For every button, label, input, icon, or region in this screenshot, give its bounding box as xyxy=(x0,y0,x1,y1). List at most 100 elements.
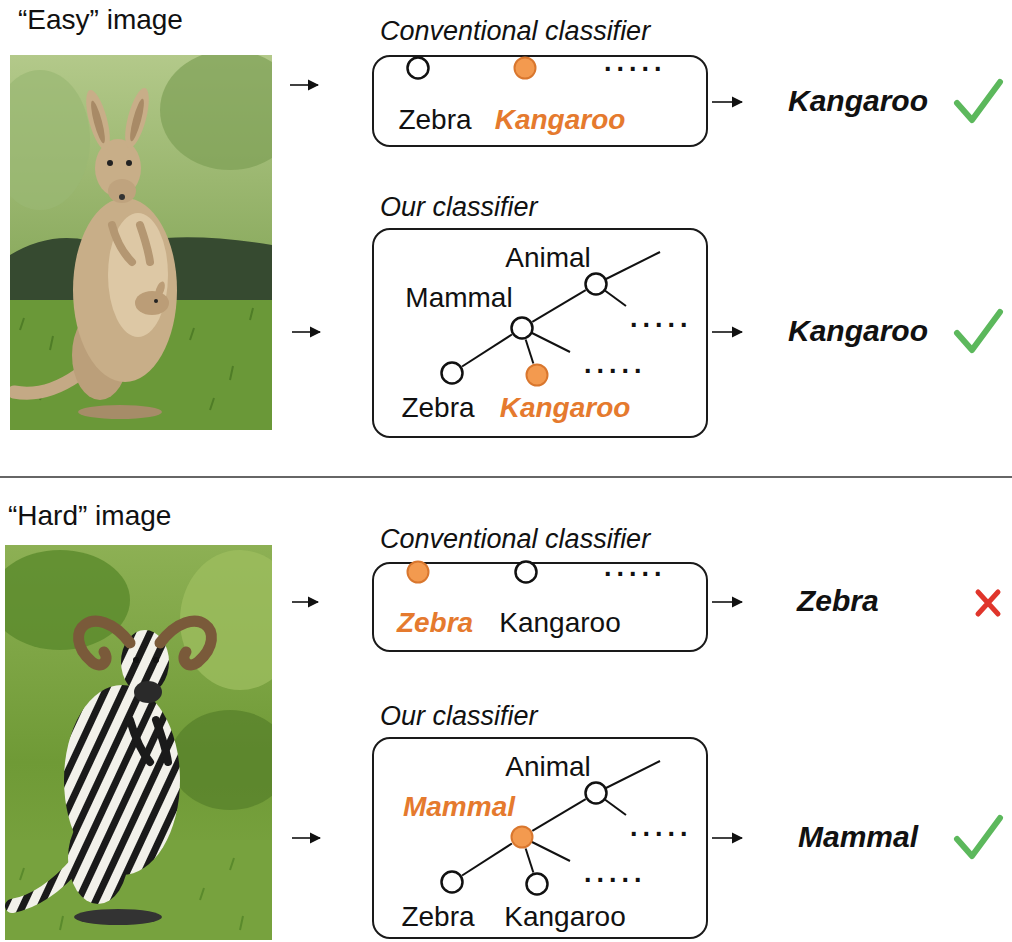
class-node: Zebra xyxy=(406,560,430,584)
node-circle xyxy=(406,560,430,584)
result-label: Zebra xyxy=(797,584,879,619)
art-shape xyxy=(160,621,211,665)
class-label: Zebra xyxy=(398,104,471,136)
class-node: Kangaroo xyxy=(525,872,549,896)
art-shape xyxy=(153,280,167,300)
node-circle xyxy=(584,272,608,296)
art-shape xyxy=(154,299,158,303)
result-label: Mammal xyxy=(798,820,918,855)
box-heading: Our classifier xyxy=(380,701,538,732)
node-circle-shape xyxy=(442,363,463,384)
tree-branch xyxy=(462,843,512,875)
ellipsis-label: ..... xyxy=(604,47,667,78)
class-node: Mammal xyxy=(510,825,534,849)
art-shape xyxy=(130,720,168,762)
art-shape xyxy=(160,55,272,170)
art-shape xyxy=(73,198,177,382)
zebra-kangaroo-photo xyxy=(5,545,272,940)
art-shape xyxy=(74,909,162,925)
node-circle xyxy=(510,825,534,849)
result-label: Kangaroo xyxy=(788,314,928,349)
class-label: Kangaroo xyxy=(499,607,620,639)
art-shape xyxy=(14,375,78,393)
node-circle xyxy=(584,781,608,805)
class-node: Zebra xyxy=(440,870,464,894)
class-node: Kangaroo xyxy=(514,560,538,584)
cross-mark xyxy=(978,592,998,614)
node-circle xyxy=(406,56,430,80)
ellipsis-label: ..... xyxy=(630,812,693,843)
art-shape xyxy=(107,160,113,166)
tree-branch xyxy=(462,334,512,366)
art-shape xyxy=(108,213,168,337)
class-label: Kangaroo xyxy=(495,104,626,136)
class-label: Animal xyxy=(505,242,591,274)
node-circle-shape xyxy=(527,874,548,895)
art-shape xyxy=(153,657,159,663)
art-shape xyxy=(119,194,125,200)
node-circle xyxy=(525,872,549,896)
class-label: Zebra xyxy=(401,901,474,933)
node-circle-shape xyxy=(586,274,607,295)
class-node: Animal xyxy=(584,781,608,805)
node-circle-shape xyxy=(515,58,536,79)
class-label: Kangaroo xyxy=(500,392,631,424)
class-node: Animal xyxy=(584,272,608,296)
art-shape xyxy=(78,405,162,419)
art-shape xyxy=(64,685,180,875)
art-shape xyxy=(127,98,146,143)
art-shape xyxy=(292,331,320,333)
node-circle-shape xyxy=(512,827,533,848)
class-node: Zebra xyxy=(440,361,464,385)
node-circle xyxy=(513,56,537,80)
class-node: Mammal xyxy=(510,316,534,340)
art-shape xyxy=(290,84,318,86)
art-shape xyxy=(292,601,318,603)
art-shape xyxy=(292,837,320,839)
art-shape xyxy=(170,710,272,810)
art-shape xyxy=(126,160,132,166)
art-shape xyxy=(81,88,114,153)
art-shape xyxy=(10,70,90,210)
kangaroo-photo xyxy=(10,55,272,430)
tree-branch xyxy=(526,339,534,363)
class-node: Zebra xyxy=(406,56,430,80)
node-circle xyxy=(514,560,538,584)
class-label: Zebra xyxy=(397,607,473,639)
node-circle-shape xyxy=(408,58,429,79)
art-shape xyxy=(135,291,169,315)
tree-branch xyxy=(526,848,534,872)
art-shape xyxy=(5,550,130,650)
ellipsis-label: ..... xyxy=(604,552,667,583)
image-caption: “Easy” image xyxy=(18,4,183,36)
art-shape xyxy=(12,862,78,906)
art-shape xyxy=(88,100,107,145)
ellipsis-label: ..... xyxy=(630,303,693,334)
node-circle xyxy=(525,363,549,387)
class-label: Zebra xyxy=(401,392,474,424)
class-label: Kangaroo xyxy=(504,901,625,933)
class-node: Kangaroo xyxy=(525,363,549,387)
result-marks xyxy=(957,82,1000,856)
art-shape xyxy=(79,621,130,665)
node-circle-shape xyxy=(516,562,537,583)
art-shape xyxy=(712,331,742,333)
art-shape xyxy=(112,225,150,262)
art-shape xyxy=(108,179,136,203)
check-mark xyxy=(957,82,1000,120)
tree-branch xyxy=(532,290,585,322)
ellipsis-label: ..... xyxy=(584,349,647,380)
class-label: Mammal xyxy=(403,791,515,823)
box-heading: Conventional classifier xyxy=(380,16,650,47)
class-label: Mammal xyxy=(405,282,512,314)
node-circle xyxy=(510,316,534,340)
flow-arrows xyxy=(290,85,742,838)
tree-branch xyxy=(532,799,585,831)
art-shape xyxy=(133,657,139,663)
image-caption: “Hard” image xyxy=(8,500,171,532)
check-mark xyxy=(957,818,1000,856)
art-shape xyxy=(134,681,162,703)
check-mark xyxy=(957,312,1000,350)
node-circle-shape xyxy=(512,318,533,339)
